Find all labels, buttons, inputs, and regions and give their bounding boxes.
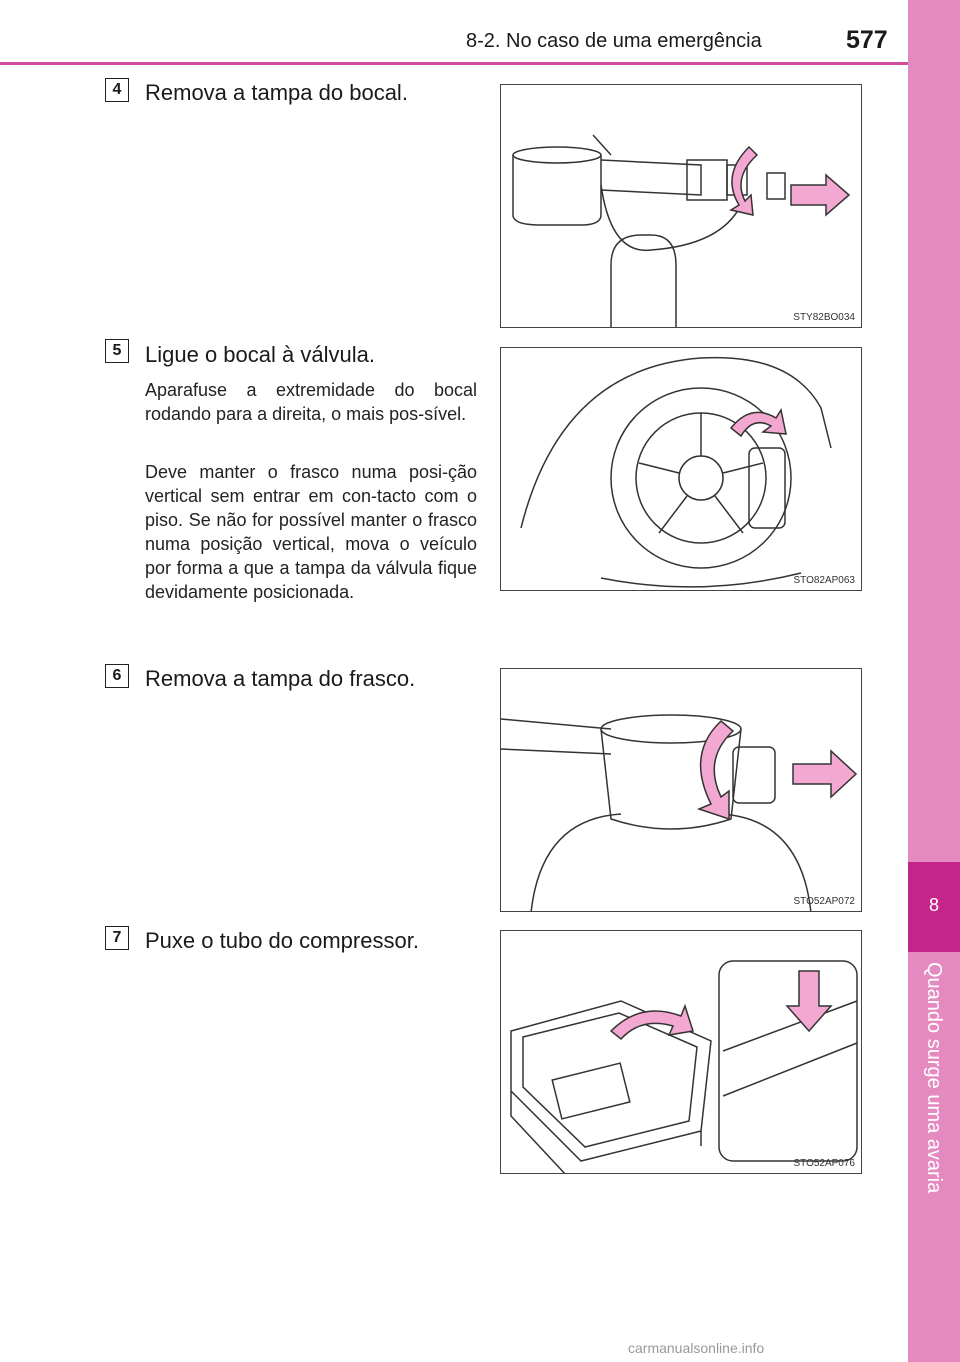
chapter-side-tab: 8 Quando surge uma avaria <box>908 0 960 1362</box>
section-title: 8-2. No caso de uma emergência <box>466 30 762 52</box>
step-instruction: Aparafuse a extremidade do bocal rodando… <box>145 380 477 424</box>
chapter-number: 8 <box>928 895 939 915</box>
page-number: 577 <box>846 26 888 54</box>
compressor-illustration <box>510 960 858 1173</box>
figure-code: STO82AP063 <box>793 575 855 586</box>
figure-connect-nozzle-valve: STO82AP063 <box>500 347 862 591</box>
chapter-title: Quando surge uma avaria <box>923 962 945 1194</box>
figure-pull-compressor-hose: STO52AP076 <box>500 930 862 1174</box>
chapter-number-box <box>908 862 960 952</box>
figure-remove-nozzle-cap: STY82BO034 <box>500 84 862 328</box>
step-number-badge: 4 <box>105 78 129 102</box>
figure-remove-bottle-cap: STO52AP072 <box>500 668 862 912</box>
step-title: Remova a tampa do frasco. <box>145 666 416 691</box>
side-tab-band <box>908 0 960 862</box>
wheel-valve-illustration <box>520 356 832 588</box>
nozzle-cap-illustration <box>512 134 851 327</box>
step-number-badge: 5 <box>105 339 129 363</box>
figure-code: STY82BO034 <box>793 312 855 323</box>
step-title: Ligue o bocal à válvula. <box>145 342 375 367</box>
bottle-cap-illustration <box>501 714 858 911</box>
step-title: Remova a tampa do bocal. <box>145 80 408 105</box>
step-number-badge: 6 <box>105 664 129 688</box>
step-title: Puxe o tubo do compressor. <box>145 928 419 953</box>
header-divider <box>0 62 908 65</box>
figure-code: STO52AP072 <box>793 896 855 907</box>
step-number-badge: 7 <box>105 926 129 950</box>
step-instruction: Deve manter o frasco numa posi-ção verti… <box>145 462 477 602</box>
figure-code: STO52AP076 <box>793 1158 855 1169</box>
footer-watermark: carmanualsonline.info <box>628 1340 765 1356</box>
